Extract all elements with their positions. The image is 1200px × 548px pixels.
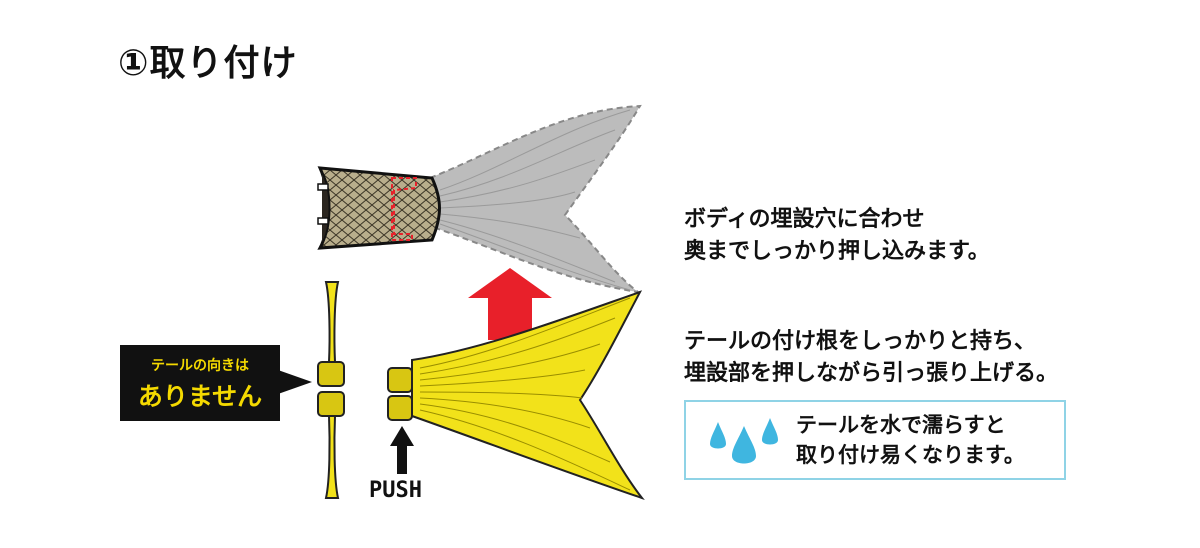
instruction-pull-line-1: テールの付け根をしっかりと持ち、 (684, 329, 1037, 354)
callout-line-2: ありません (137, 382, 263, 411)
instruction-insert-line-1: ボディの埋設穴に合わせ (684, 207, 925, 232)
water-drops-icon (710, 418, 778, 464)
instruction-pull-line-2: 埋設部を押しながら引っ張り上げる。 (684, 361, 1059, 386)
grey-tail-fin (429, 104, 642, 293)
push-arrow (390, 426, 414, 474)
orientation-callout: テールの向きは ありません (120, 345, 280, 421)
instruction-pull: テールの付け根をしっかりと持ち、 埋設部を押しながら引っ張り上げる。 (684, 326, 1058, 390)
callout-line-1: テールの向きは (151, 358, 249, 374)
tip-text: テールを水で濡らすと 取り付け易くなります。 (796, 410, 1025, 470)
lure-body (317, 166, 441, 250)
yellow-tail-fin (387, 290, 645, 501)
tip-line-2: 取り付け易くなります。 (796, 443, 1025, 467)
push-label: PUSH (369, 478, 422, 503)
callout-pointer (278, 370, 312, 394)
tip-line-1: テールを水で濡らすと (796, 413, 1006, 437)
instruction-insert-line-2: 奥までしっかり押し込みます。 (684, 239, 990, 264)
page-title: ①取り付け (118, 43, 298, 84)
insert-arrow (468, 268, 552, 340)
yellow-tail-side-view (317, 281, 345, 499)
instruction-insert: ボディの埋設穴に合わせ 奥までしっかり押し込みます。 (684, 204, 990, 268)
tip-box: テールを水で濡らすと 取り付け易くなります。 (684, 400, 1066, 480)
